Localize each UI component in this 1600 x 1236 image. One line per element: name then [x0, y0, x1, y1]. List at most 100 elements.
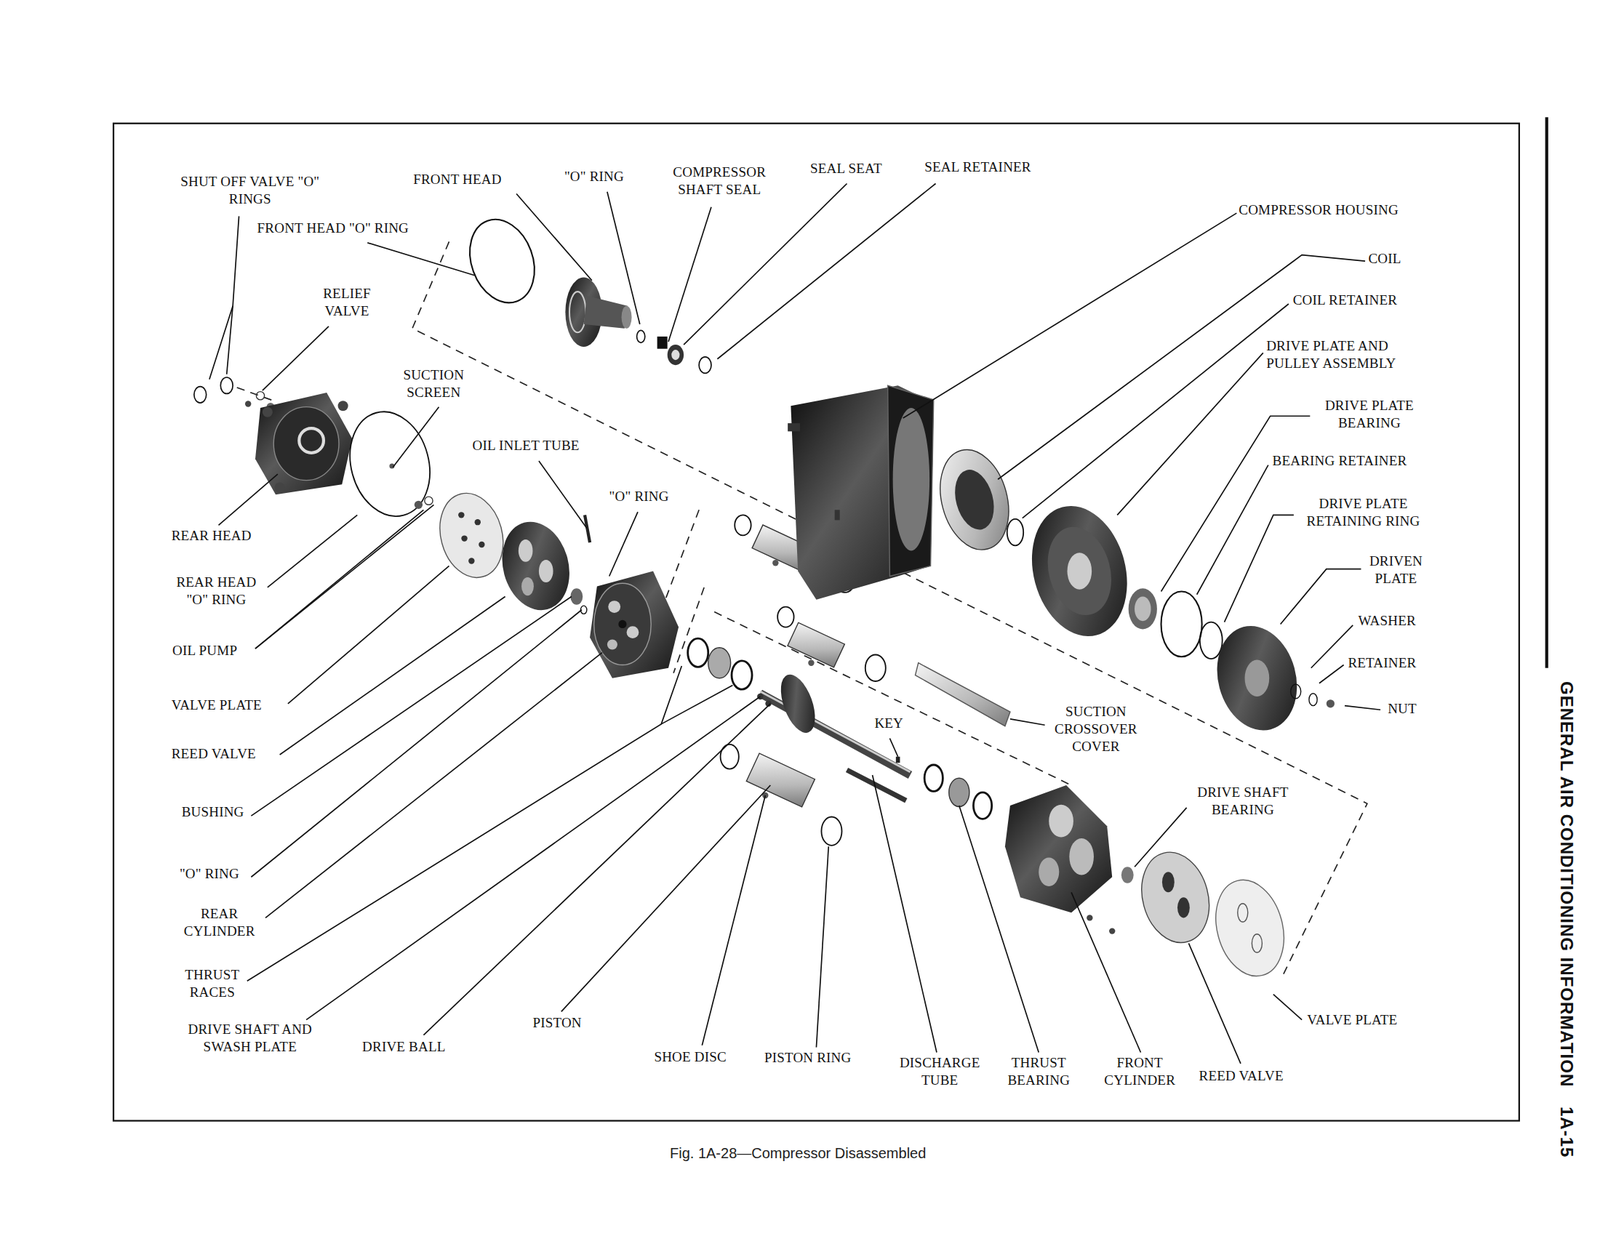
front-head-group [671, 349, 680, 360]
shaft-group [708, 648, 731, 679]
piston-group [746, 753, 815, 808]
front-group [973, 792, 992, 819]
leader-line [255, 504, 434, 649]
housing-clutch-group [834, 509, 840, 520]
leader-line [959, 805, 1039, 1053]
part-label: SUCTION CROSSOVER COVER [1041, 703, 1151, 756]
figure-caption: Fig. 1A-28—Compressor Disassembled [669, 1144, 926, 1163]
leader-line [609, 512, 638, 576]
leader-line [661, 685, 733, 725]
leader-line [218, 474, 278, 526]
part-label: DRIVE PLATE BEARING [1307, 397, 1432, 432]
part-label: FRONT CYLINDER [1094, 1054, 1186, 1090]
front-group [1177, 897, 1190, 918]
part-label: COIL RETAINER [1293, 291, 1398, 310]
leader-line [607, 192, 640, 325]
part-label: COIL [1368, 250, 1402, 268]
leader-line [516, 194, 592, 281]
shaft-group [731, 661, 752, 690]
part-label: VALVE PLATE [171, 696, 262, 715]
leader-line [1161, 416, 1311, 592]
part-label: FRONT HEAD "O" RING [257, 219, 409, 238]
leader-line [816, 846, 829, 1048]
rear-head-group [255, 392, 352, 495]
part-label: SHUT OFF VALVE "O" RINGS [173, 173, 327, 208]
front-group [1048, 805, 1074, 838]
part-label: OIL INLET TUBE [472, 437, 580, 455]
leader-line [1134, 808, 1187, 867]
part-label: OIL PUMP [172, 642, 238, 660]
front-group [896, 757, 901, 763]
part-label: SEAL SEAT [810, 160, 883, 178]
front-group [1069, 838, 1094, 875]
front-group [1131, 845, 1219, 951]
rear-head-group [262, 407, 273, 418]
rear-cylinder [607, 639, 618, 650]
housing-clutch-group [1128, 588, 1158, 630]
rear-valve-group [430, 486, 590, 619]
part-label: BEARING RETAINER [1272, 452, 1408, 470]
part-label: DRIVE SHAFT BEARING [1181, 784, 1305, 819]
leader-line [717, 183, 936, 359]
leader-line [1224, 514, 1294, 622]
leader-line [538, 461, 587, 529]
part-label: REED VALVE [1199, 1067, 1284, 1086]
part-label: SHOE DISC [653, 1048, 726, 1067]
front-head-group [458, 210, 546, 312]
rear-head-group [220, 377, 233, 394]
figure-frame [113, 123, 1520, 1122]
leader-line [1022, 304, 1289, 519]
rear-cylinder [589, 570, 679, 678]
rear-valve-group [584, 514, 590, 543]
rear-head-group [256, 392, 264, 400]
leader-line [1273, 994, 1302, 1021]
leader-line [247, 666, 683, 982]
housing-clutch-group [1205, 617, 1309, 740]
part-label: PISTON RING [764, 1049, 852, 1067]
piston-group [787, 622, 845, 667]
leader-line [288, 565, 450, 704]
leader-line [1319, 665, 1344, 684]
part-label: DRIVE SHAFT AND SWASH PLATE [171, 1021, 328, 1056]
part-label: KEY [874, 714, 904, 733]
front-head-group [458, 210, 712, 374]
leader-line [280, 597, 506, 755]
rear-head-group [414, 501, 423, 510]
rear-head-group [424, 496, 433, 505]
housing-clutch-group [1245, 660, 1270, 697]
housing-clutch-group [1134, 597, 1151, 622]
part-label: DISCHARGE TUBE [888, 1054, 991, 1090]
housing-clutch-group [949, 465, 1001, 534]
part-label: BUSHING [181, 803, 245, 822]
housing-clutch-group [1326, 699, 1335, 708]
leader-line [872, 775, 937, 1054]
page-number: 1A-15 [1556, 1106, 1577, 1158]
leader-line [1197, 465, 1269, 595]
leader-line [1117, 352, 1264, 515]
rear-head-group [194, 386, 207, 403]
front-head-group [698, 357, 712, 374]
housing-clutch-group [790, 385, 934, 600]
front-group [1086, 914, 1093, 921]
figure-frame [113, 117, 1547, 1121]
housing-clutch-group [1200, 622, 1223, 659]
housing-clutch-group [1066, 552, 1092, 590]
housing-clutch-group [787, 385, 1335, 740]
part-label: WASHER [1358, 612, 1416, 630]
rear-head-group [338, 400, 349, 411]
piston-group [734, 514, 751, 536]
part-label: "O" RING [564, 168, 624, 186]
rear-valve-group [478, 541, 485, 548]
front-group [949, 778, 970, 807]
front-head-group [584, 296, 628, 329]
leader-line [262, 326, 329, 391]
housing-clutch-group [1290, 684, 1302, 699]
front-group [1237, 904, 1248, 923]
part-label: COMPRESSOR SHAFT SEAL [659, 163, 780, 199]
rear-cylinder [618, 620, 627, 629]
front-head-group [637, 330, 646, 343]
front-group [1038, 858, 1059, 887]
part-label: DRIVE PLATE AND PULLEY ASSEMBLY [1266, 337, 1441, 373]
leader-line [668, 207, 712, 342]
